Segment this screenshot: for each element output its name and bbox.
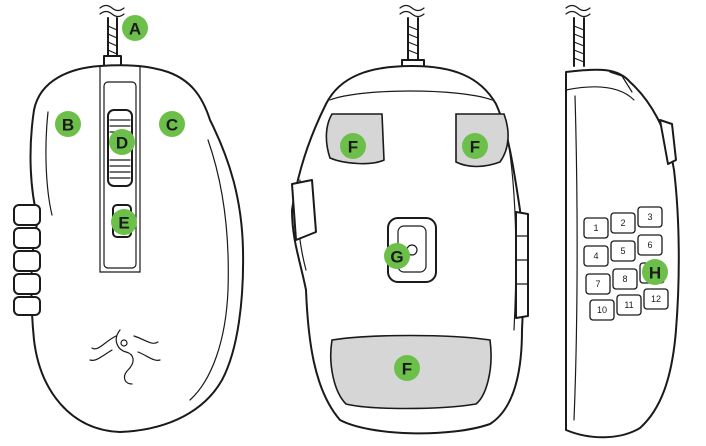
svg-text:1: 1	[593, 223, 598, 233]
callout-F-1: F	[340, 133, 366, 159]
svg-text:8: 8	[622, 274, 627, 284]
side-view: 1 2 3 4 5 6 7	[565, 4, 680, 439]
razer-logo-icon	[89, 329, 161, 385]
svg-text:5: 5	[620, 246, 625, 256]
side-key-3: 3	[637, 206, 663, 228]
svg-text:B: B	[62, 116, 74, 135]
svg-text:H: H	[649, 264, 661, 283]
svg-text:6: 6	[647, 240, 652, 250]
callout-A: A	[122, 15, 148, 41]
side-key-7: 7	[585, 273, 611, 295]
side-key-11: 11	[616, 294, 642, 316]
side-keys-top-view	[13, 204, 41, 316]
callout-C: C	[159, 111, 185, 137]
svg-text:F: F	[348, 138, 358, 157]
callout-F-2: F	[462, 133, 488, 159]
callout-E: E	[111, 209, 137, 235]
callout-B: B	[55, 111, 81, 137]
svg-text:4: 4	[593, 251, 598, 261]
cable-break-mark-top-2	[99, 10, 125, 18]
svg-text:12: 12	[651, 294, 661, 304]
cable-break-mark-top	[99, 4, 125, 12]
side-key-6: 6	[637, 234, 663, 256]
svg-text:D: D	[116, 134, 128, 153]
svg-text:C: C	[166, 116, 178, 135]
svg-text:A: A	[129, 20, 141, 39]
top-view: A B C D E	[13, 4, 245, 433]
svg-text:3: 3	[647, 212, 652, 222]
svg-text:10: 10	[597, 305, 607, 315]
side-key-10: 10	[589, 299, 615, 321]
callout-H: H	[642, 259, 668, 285]
bottom-view: F F G F	[291, 4, 529, 435]
svg-text:11: 11	[624, 300, 633, 310]
side-key-4: 4	[583, 245, 609, 267]
side-key-2: 2	[610, 212, 636, 234]
callout-F-3: F	[394, 355, 420, 381]
callout-G: G	[384, 243, 410, 269]
mouse-body-top	[29, 64, 245, 433]
svg-text:F: F	[402, 360, 412, 379]
side-key-8: 8	[612, 268, 638, 290]
svg-text:2: 2	[620, 218, 625, 228]
svg-text:E: E	[118, 214, 129, 233]
side-key-5: 5	[610, 240, 636, 262]
callout-D: D	[109, 129, 135, 155]
side-key-1: 1	[583, 217, 609, 239]
side-key-12: 12	[643, 288, 669, 310]
svg-text:G: G	[390, 248, 403, 267]
svg-text:7: 7	[595, 279, 600, 289]
svg-text:F: F	[470, 138, 480, 157]
